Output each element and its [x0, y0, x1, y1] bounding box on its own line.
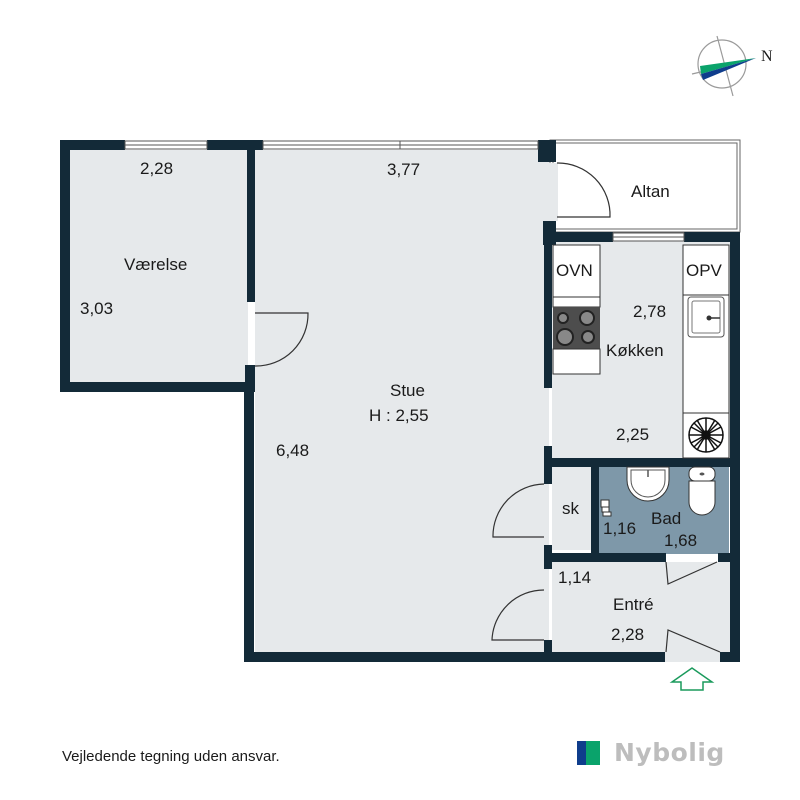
- shower-icon: [600, 499, 612, 517]
- compass-icon: [691, 35, 756, 97]
- bad-length: 1,68: [664, 531, 697, 550]
- entre-width: 1,14: [558, 568, 591, 587]
- logo-blue-bar: [577, 740, 586, 765]
- entrance-arrow-icon: [669, 667, 715, 691]
- washbasin-icon: [626, 466, 670, 502]
- disclaimer-text: Vejledende tegning uden ansvar.: [62, 748, 280, 765]
- vaerelse-length: 3,03: [80, 299, 113, 318]
- entre-length: 2,28: [611, 625, 644, 644]
- kitchen-fixtures: [552, 244, 730, 459]
- logo-green-bar: [586, 740, 600, 765]
- entre-name: Entré: [613, 595, 654, 614]
- bad-name: Bad: [651, 509, 681, 528]
- brand-name: Nybolig: [614, 738, 725, 767]
- kokken-length: 2,78: [633, 302, 666, 321]
- stue-width: 3,77: [387, 160, 420, 179]
- vaerelse-width: 2,28: [140, 159, 173, 178]
- walls: [60, 140, 740, 662]
- fan-icon: [688, 417, 724, 453]
- windows: [124, 140, 685, 242]
- stue-length: 6,48: [276, 441, 309, 460]
- doors: [254, 162, 721, 653]
- stue-name: Stue: [390, 381, 425, 400]
- bath-fixtures: [600, 466, 716, 517]
- kokken-name: Køkken: [606, 341, 664, 360]
- ovn-label: OVN: [556, 261, 593, 280]
- nybolig-logo: Nybolig: [577, 738, 725, 767]
- opv-label: OPV: [686, 261, 723, 280]
- bad-width: 1,16: [603, 519, 636, 538]
- vaerelse-name: Værelse: [124, 255, 187, 274]
- floors: [70, 150, 732, 662]
- kokken-width: 2,25: [616, 425, 649, 444]
- skab-name: sk: [562, 499, 580, 518]
- altan-name: Altan: [631, 182, 670, 201]
- stue-height: H : 2,55: [369, 406, 429, 425]
- compass-north-label: N: [761, 48, 773, 65]
